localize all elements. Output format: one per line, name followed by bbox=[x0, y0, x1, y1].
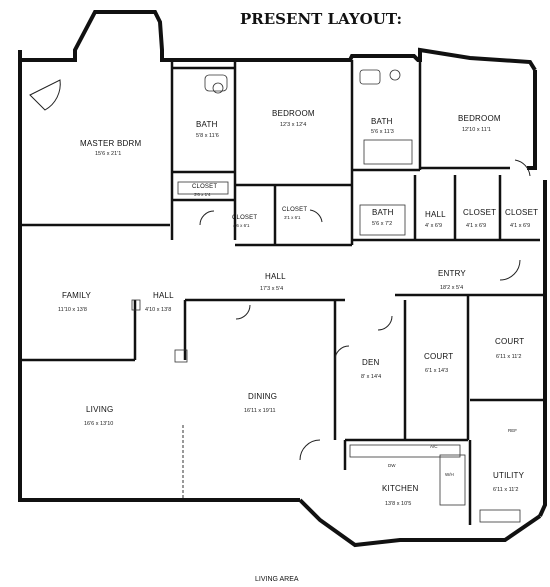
ac-label: A/C bbox=[430, 444, 438, 449]
room-bath1-dim: 5'8 x 11'6 bbox=[196, 133, 219, 139]
plan-title: PRESENT LAYOUT: bbox=[240, 10, 402, 28]
exterior-walls bbox=[18, 10, 547, 548]
room-closet2-dim: 4'6 x 6'1 bbox=[233, 223, 250, 228]
room-bedroom1-name: BEDROOM bbox=[272, 109, 315, 118]
room-hall1-dim: 4' x 6'9 bbox=[425, 223, 442, 229]
room-closet1-dim: 3'6 x 1'4 bbox=[194, 192, 211, 197]
room-closet5-dim: 4'1 x 6'9 bbox=[510, 223, 530, 229]
fridge-label: REF bbox=[508, 428, 517, 433]
room-court2-dim: 6'1 x 14'3 bbox=[425, 368, 448, 374]
room-hall3-name: HALL bbox=[265, 272, 286, 281]
room-closet1-name: CLOSET bbox=[192, 184, 217, 190]
room-bath3-dim: 5'6 x 7'2 bbox=[372, 221, 392, 227]
room-utility-dim: 6'11 x 11'2 bbox=[493, 487, 518, 493]
room-bedroom2-name: BEDROOM bbox=[458, 114, 501, 123]
room-closet4-dim: 4'1 x 6'9 bbox=[466, 223, 486, 229]
interior-walls bbox=[18, 60, 545, 525]
room-closet5-name: CLOSET bbox=[505, 208, 538, 217]
room-hall2-dim: 4'10 x 13'8 bbox=[145, 307, 171, 313]
room-court1-name: COURT bbox=[495, 337, 524, 346]
room-utility-name: UTILITY bbox=[493, 471, 525, 480]
room-hall2-name: HALL bbox=[153, 291, 174, 300]
room-living-dim: 16'6 x 13'10 bbox=[84, 421, 113, 427]
room-living-name: LIVING bbox=[86, 405, 113, 414]
room-dining-name: DINING bbox=[248, 392, 277, 401]
room-bath2-dim: 5'6 x 11'3 bbox=[371, 129, 394, 135]
room-labels: MASTER BDRM 15'6 x 21'1 BATH 5'8 x 11'6 … bbox=[58, 109, 538, 507]
dw-label: DW bbox=[388, 463, 396, 468]
room-closet4-name: CLOSET bbox=[463, 208, 496, 217]
room-family-name: FAMILY bbox=[62, 291, 92, 300]
footer-label: LIVING AREA bbox=[255, 576, 299, 583]
room-closet3-dim: 3'1 x 6'1 bbox=[284, 215, 301, 220]
room-bedroom1-dim: 12'3 x 12'4 bbox=[280, 122, 306, 128]
room-master-dim: 15'6 x 21'1 bbox=[95, 151, 121, 157]
room-closet2-name: CLOSET bbox=[232, 215, 257, 221]
room-court1-dim: 6'11 x 11'2 bbox=[496, 354, 521, 360]
room-bath1-name: BATH bbox=[196, 120, 218, 129]
room-bath2-name: BATH bbox=[371, 117, 393, 126]
room-bath3-name: BATH bbox=[372, 208, 394, 217]
room-master-name: MASTER BDRM bbox=[80, 139, 141, 148]
room-family-dim: 11'10 x 13'8 bbox=[58, 307, 87, 313]
room-kitchen-dim: 13'8 x 10'5 bbox=[385, 501, 411, 507]
room-entry-name: ENTRY bbox=[438, 269, 466, 278]
room-den-name: DEN bbox=[362, 358, 380, 367]
room-kitchen-name: KITCHEN bbox=[382, 484, 419, 493]
wh-label: W/H bbox=[445, 472, 454, 477]
room-entry-dim: 18'2 x 5'4 bbox=[440, 285, 463, 291]
room-dining-dim: 16'11 x 19'11 bbox=[244, 408, 276, 414]
room-court2-name: COURT bbox=[424, 352, 453, 361]
room-bedroom2-dim: 12'10 x 11'1 bbox=[462, 127, 491, 133]
room-den-dim: 8' x 14'4 bbox=[361, 374, 381, 380]
room-hall1-name: HALL bbox=[425, 210, 446, 219]
room-hall3-dim: 17'3 x 5'4 bbox=[260, 286, 283, 292]
room-closet3-name: CLOSET bbox=[282, 207, 307, 213]
doors-fixtures bbox=[29, 69, 531, 523]
